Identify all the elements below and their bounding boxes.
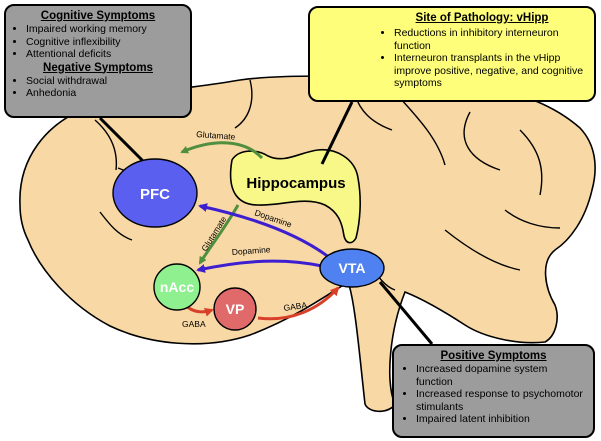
pathology-box: Site of Pathology: vHipp Reductions in i… — [308, 6, 596, 102]
cognitive-symptoms-list: Impaired working memory Cognitive inflex… — [12, 23, 184, 61]
pfc-label: PFC — [140, 186, 170, 203]
pfc-node — [112, 158, 198, 228]
gaba-label-nacc-vp: GABA — [182, 319, 206, 329]
brain-fold — [99, 211, 133, 241]
cognitive-symptoms-title: Cognitive Symptoms — [40, 10, 156, 22]
callout-line-pathology — [320, 101, 354, 165]
list-item: Increased dopamine system function — [416, 363, 585, 388]
nacc-node — [153, 263, 201, 311]
brain-fold — [399, 97, 446, 166]
glutamate-label-pfc: Glutamate — [196, 129, 236, 142]
brain-fold — [444, 229, 521, 271]
vta-label: VTA — [339, 260, 366, 276]
brain-fold — [234, 79, 253, 129]
glutamate-arrow-hipp-nacc — [198, 204, 240, 265]
glutamate-arrow-hipp-pfc — [180, 141, 264, 160]
brain-fold — [94, 119, 118, 171]
hippocampus-region — [229, 149, 361, 244]
gaba-arrow-vp-vta — [257, 286, 340, 321]
brain-fold — [463, 111, 501, 171]
dopamine-arrow-vta-pfc — [198, 203, 331, 260]
list-item: Cognitive inflexibility — [26, 36, 184, 49]
list-item: Anhedonia — [26, 87, 184, 100]
list-item: Impaired latent inhibition — [416, 413, 585, 426]
negative-symptoms-list: Social withdrawal Anhedonia — [12, 75, 184, 100]
pathology-list: Reductions in inhibitory interneuron fun… — [378, 27, 586, 90]
list-item: Social withdrawal — [26, 75, 184, 88]
list-item: Reductions in inhibitory interneuron fun… — [394, 27, 586, 52]
dopamine-label-nacc: Dopamine — [231, 244, 271, 257]
nacc-label: nAcc — [160, 279, 194, 295]
positive-symptoms-title: Positive Symptoms — [440, 350, 547, 362]
callout-line-positive — [378, 281, 434, 345]
vta-node — [319, 248, 385, 288]
vp-label: VP — [226, 301, 245, 317]
dopamine-arrow-vta-nacc — [196, 259, 323, 273]
pathology-title: Site of Pathology: vHipp — [415, 12, 549, 24]
negative-symptoms-title: Negative Symptoms — [43, 61, 153, 74]
positive-symptoms-list: Increased dopamine system function Incre… — [402, 363, 585, 426]
list-item: Increased response to psychomotor stimul… — [416, 388, 585, 413]
gaba-label-vp-vta: GABA — [283, 300, 308, 313]
list-item: Attentional deficits — [26, 48, 184, 61]
positive-symptoms-box: Positive Symptoms Increased dopamine sys… — [392, 344, 595, 438]
vp-node — [213, 287, 257, 331]
list-item: Impaired working memory — [26, 23, 184, 36]
hippocampus-label: Hippocampus — [246, 175, 345, 192]
list-item: Interneuron transplants in the vHipp imp… — [394, 52, 586, 90]
brain-fold — [504, 209, 561, 229]
callout-line-cognitive — [98, 116, 152, 170]
brain-fold — [519, 129, 543, 196]
cognitive-negative-symptoms-box: Cognitive Symptoms Impaired working memo… — [4, 4, 192, 118]
